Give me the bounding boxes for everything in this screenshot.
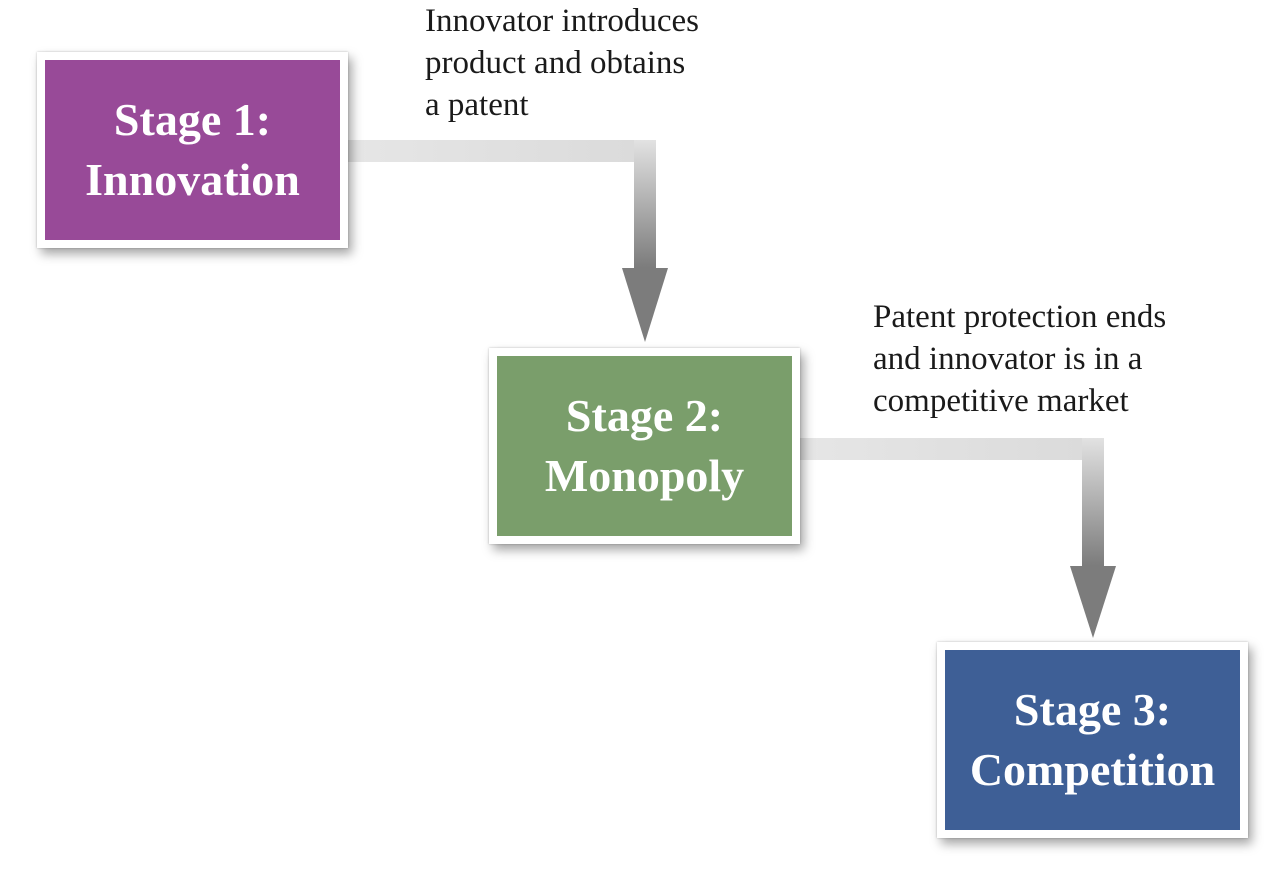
stage-3-number: Stage 3: [1013,684,1172,735]
transition-1-line-1: Innovator introduces [425,3,700,39]
arrow-1-vertical [634,140,656,270]
stage-2-monopoly-box: Stage 2: Monopoly [489,348,800,544]
stage-3-competition-box: Stage 3: Competition [937,642,1248,838]
arrow-1-horizontal [348,140,656,162]
transition-1-line-3: a patent [425,87,529,123]
stage-2-name: Monopoly [544,450,745,501]
stage-3-name: Competition [969,744,1216,795]
arrow-stage1-to-stage2 [348,140,668,342]
stage-1-number: Stage 1: [113,94,272,145]
transition-2-line-3: competitive market [873,383,1129,419]
transition-2-line-2: and innovator is in a [873,341,1143,377]
arrow-2-vertical [1082,438,1104,568]
transition-2-line-1: Patent protection ends [873,299,1167,335]
stage-1-innovation-box: Stage 1: Innovation [37,52,348,248]
arrow-2-head [1070,566,1116,638]
transition-1-line-2: product and obtains [425,45,686,81]
transition-1-note: Innovator introduces product and obtains… [425,0,699,126]
arrow-1-head [622,268,668,342]
stage-1-name: Innovation [85,154,300,205]
stage-2-number: Stage 2: [565,390,724,441]
arrow-2-horizontal [800,438,1104,460]
arrow-stage2-to-stage3 [800,438,1116,638]
transition-2-note: Patent protection ends and innovator is … [873,296,1166,422]
